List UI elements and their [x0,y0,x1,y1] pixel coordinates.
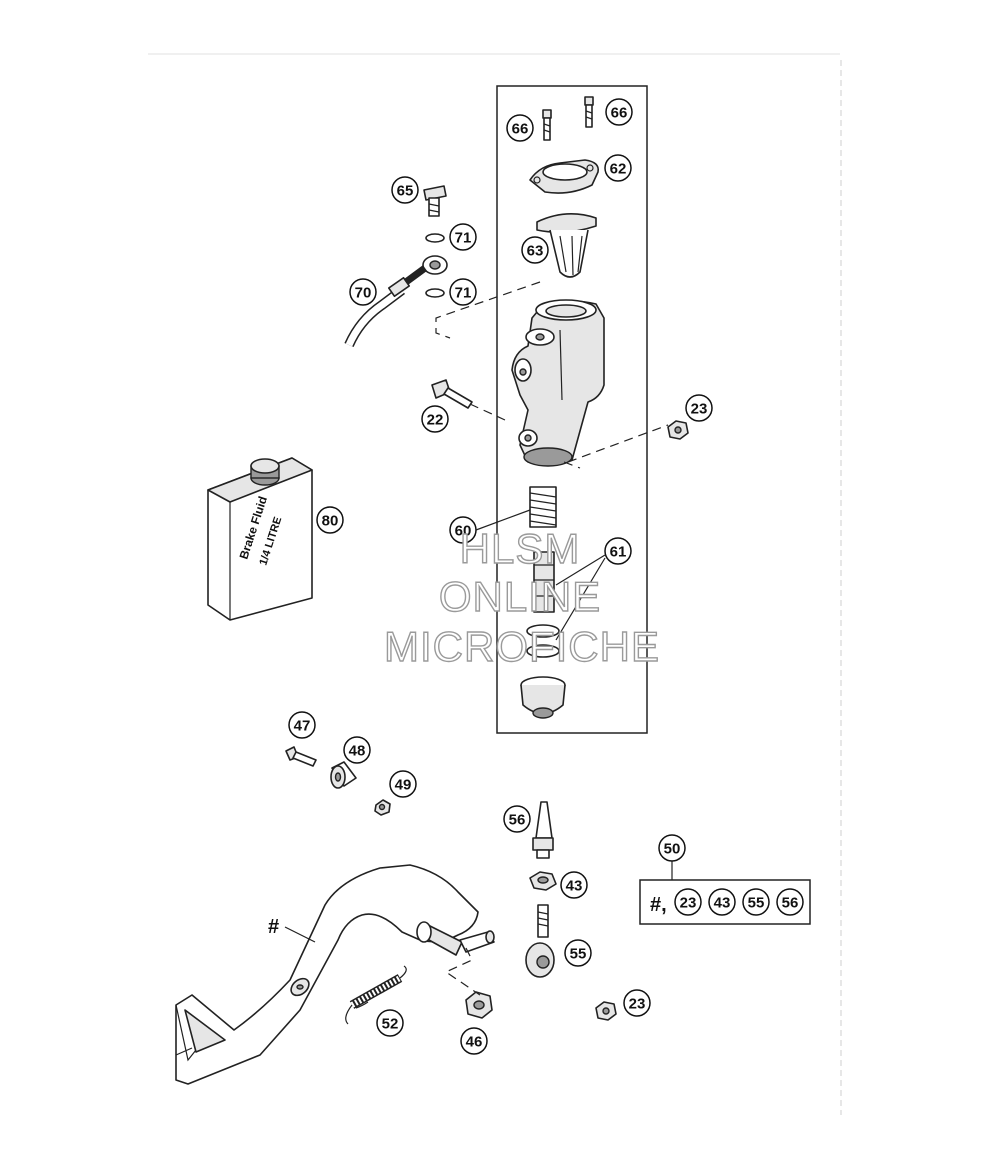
leader-60 [475,509,531,531]
guide-nut [567,424,669,463]
callout-62[interactable]: 62 [604,154,632,182]
callout-label: 46 [466,1034,483,1051]
push-rod-56 [532,801,554,859]
watermark: HLSM ONLINE MICROFICHE [383,524,660,670]
callout-23-lower[interactable]: 23 [623,989,651,1017]
leader-61 [555,554,606,641]
callout-label: 22 [427,412,444,429]
master-cylinder-group-box [496,85,648,734]
piston-spring [529,486,557,528]
callout-label: 80 [322,513,339,530]
callout-56[interactable]: 56 [503,805,531,833]
callout-23-upper[interactable]: 23 [685,394,713,422]
callout-71-lower[interactable]: 71 [449,278,477,306]
callout-47[interactable]: 47 [288,711,316,739]
callout-63[interactable]: 63 [521,236,549,264]
callout-48[interactable]: 48 [343,736,371,764]
reservoir-membrane [536,213,597,278]
callout-label: 70 [355,285,372,302]
nut-46 [465,991,493,1019]
kit-item-circle [708,888,736,916]
screw-47 [285,746,317,767]
callout-label: 60 [455,523,472,540]
brake-fluid-can: Brake Fluid 1/4 LITRE [207,457,313,621]
callout-label: 61 [610,544,627,561]
callout-label: 62 [610,161,627,178]
sealing-ring-upper [425,233,445,243]
kit-item: 56 [782,895,799,912]
nut-49 [374,799,391,816]
callout-80[interactable]: 80 [316,506,344,534]
nut-43 [529,871,557,891]
callout-52[interactable]: 52 [376,1009,404,1037]
nut-upper [667,420,689,440]
kit-items: 23 43 55 56 [674,888,804,916]
brake-pedal [175,864,479,1085]
callout-55[interactable]: 55 [564,939,592,967]
callout-43[interactable]: 43 [560,871,588,899]
callout-50[interactable]: 50 [658,834,686,862]
callout-label: 48 [349,743,366,760]
reservoir-cover [529,159,600,194]
pedal-hash-leader [284,926,316,943]
kit-item-circle [776,888,804,916]
kit-item: 55 [748,895,765,912]
dust-boot [520,676,566,719]
brake-hose [344,255,448,348]
callout-label: 65 [397,183,414,200]
watermark-line2: ONLINE [439,573,601,620]
kit-item: 43 [714,895,731,912]
piston [533,551,555,613]
washer [526,624,560,638]
callout-49[interactable]: 49 [389,770,417,798]
guide-bolt [469,403,506,421]
circlip [526,644,560,658]
callout-label: 56 [509,812,526,829]
callout-label: 49 [395,777,412,794]
callout-66-right[interactable]: 66 [605,98,633,126]
master-cylinder-body [511,299,605,467]
mounting-bolt [431,379,473,409]
watermark-line3: MICROFICHE [384,623,660,670]
sealing-ring-lower [425,288,445,298]
kit-prefix: #, [650,894,667,916]
callout-label: 47 [294,718,311,735]
clevis-55 [525,904,555,978]
callout-label: 66 [512,121,529,138]
screw-66-right [584,96,594,128]
callout-label: 66 [611,105,628,122]
guide-pedal-nut [444,947,481,996]
callout-61[interactable]: 61 [604,537,632,565]
callout-label: 23 [629,996,646,1013]
callout-70[interactable]: 70 [349,278,377,306]
watermark-line1: HLSM [460,525,581,572]
guide-nut-2 [563,461,581,469]
spacer-48 [330,761,357,789]
nut-lower [595,1001,617,1021]
callout-66-left[interactable]: 66 [506,114,534,142]
callout-label: 71 [455,230,472,247]
callout-71-upper[interactable]: 71 [449,223,477,251]
callout-label: 50 [664,841,681,858]
callout-65[interactable]: 65 [391,176,419,204]
kit-item-circle [674,888,702,916]
callout-label: 43 [566,878,583,895]
banjo-bolt [423,185,447,217]
callout-label: 55 [570,946,587,963]
return-spring [345,965,407,1025]
pedal-pivot-pin [416,921,495,956]
callout-label: 63 [527,243,544,260]
pedal-hash-mark: # [268,916,279,938]
callout-label: 23 [691,401,708,418]
callout-22[interactable]: 22 [421,405,449,433]
kit-item: 23 [680,895,697,912]
callout-46[interactable]: 46 [460,1027,488,1055]
kit-item-circle [742,888,770,916]
callout-label: 71 [455,285,472,302]
screw-66-left [542,109,552,141]
callout-label: 52 [382,1016,399,1033]
